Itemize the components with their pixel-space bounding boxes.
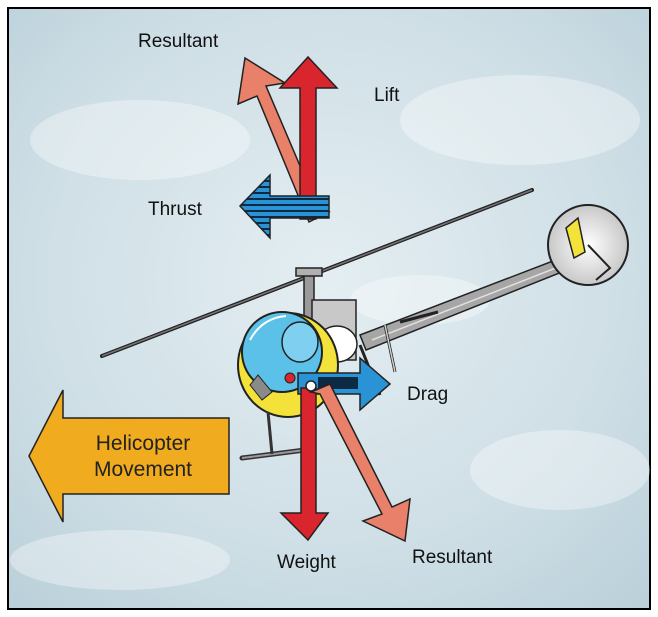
resultant-arrow-bottom: [308, 383, 411, 543]
weight-arrow: [279, 387, 330, 542]
movement-arrow: [28, 389, 230, 523]
weight-label: Weight: [277, 552, 337, 573]
thrust-label: Thrust: [148, 199, 203, 220]
resultant-top-label: Resultant: [138, 31, 219, 52]
drag-label: Drag: [407, 384, 448, 405]
lift-label: Lift: [374, 85, 400, 106]
thrust-arrow: [238, 173, 330, 240]
movement-label-line2: Movement: [94, 458, 192, 481]
movement-label-line1: Helicopter: [96, 432, 191, 455]
center-point: [305, 380, 317, 392]
helicopter: [100, 188, 629, 461]
resultant-bottom-label: Resultant: [412, 547, 493, 568]
